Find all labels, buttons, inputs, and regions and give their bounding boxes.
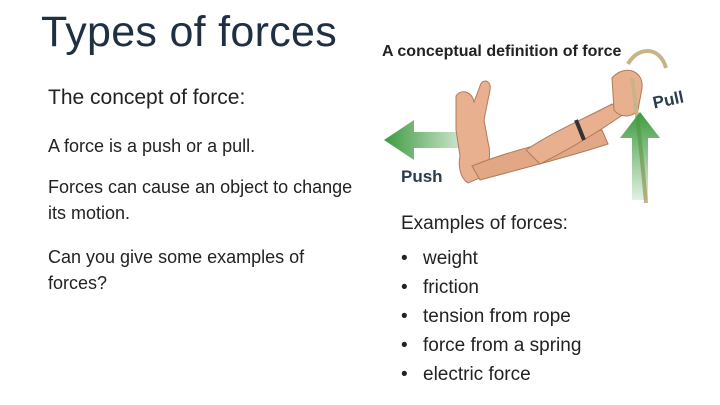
force-illustration: A conceptual definition of force Push Pu…	[376, 38, 694, 203]
paragraph-motion: Forces can cause an object to change its…	[48, 177, 353, 223]
push-label: Push	[401, 167, 443, 186]
list-item: •electric force	[401, 360, 581, 389]
push-arrow-icon	[384, 120, 472, 160]
paragraph-definition: A force is a push or a pull.	[48, 136, 256, 156]
pull-arrow-icon	[620, 112, 660, 200]
bullet-icon: •	[401, 306, 408, 327]
slide-title: Types of forces	[41, 8, 338, 56]
bullet-icon: •	[401, 277, 408, 298]
examples-list: •weight •friction •tension from rope •fo…	[401, 244, 581, 389]
slide-subtitle: The concept of force:	[48, 86, 246, 109]
paragraph-question: Can you give some examples of forces?	[48, 247, 305, 293]
examples-heading: Examples of forces:	[401, 213, 568, 234]
push-pull-drawing	[384, 49, 668, 203]
list-item: •weight	[401, 244, 581, 273]
bullet-icon: •	[401, 335, 408, 356]
list-item: •force from a spring	[401, 331, 581, 360]
bullet-icon: •	[401, 248, 408, 269]
figure-title: A conceptual definition of force	[382, 43, 622, 60]
list-item: •tension from rope	[401, 302, 581, 331]
bullet-icon: •	[401, 364, 408, 385]
list-item: •friction	[401, 273, 581, 302]
